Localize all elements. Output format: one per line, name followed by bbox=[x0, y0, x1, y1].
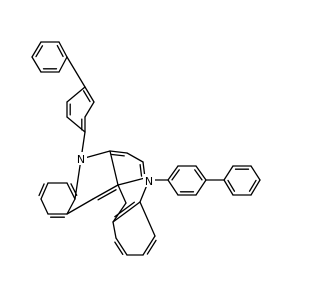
n2-atom-label: N bbox=[145, 175, 153, 188]
bond-a6-a1 bbox=[31, 56, 42, 73]
bond-M3-C3 bbox=[117, 177, 146, 186]
bond-N1-L6 bbox=[74, 158, 82, 200]
n1-atom-label: N bbox=[77, 153, 85, 166]
bond-L2-L3 bbox=[40, 182, 49, 200]
double-bond-M2-M3 bbox=[139, 163, 143, 177]
n2-label-backdrop bbox=[143, 174, 155, 187]
bond-M4-D2 bbox=[112, 202, 127, 223]
bond-M1-M2 bbox=[126, 152, 144, 163]
bond-a1-a2 bbox=[31, 41, 42, 58]
bond-a4-a5 bbox=[58, 56, 68, 73]
bond-L6-L1 bbox=[66, 182, 76, 200]
structure-svg: N N bbox=[31, 41, 261, 256]
bond-C3-C4 bbox=[109, 150, 119, 186]
bond-D3-D4 bbox=[115, 237, 128, 256]
bond-D5-D6 bbox=[142, 235, 156, 256]
atom-layer: N N bbox=[75, 152, 155, 188]
bond-a3-a4 bbox=[58, 41, 68, 58]
double-bond-L2-L3 bbox=[38, 183, 45, 197]
bond-C3-M4 bbox=[117, 184, 127, 204]
bond-L3-L4 bbox=[40, 198, 49, 215]
double-bond-F4-F5 bbox=[248, 179, 257, 192]
bond-b1-b2 bbox=[84, 86, 95, 103]
double-bond-a1-a2 bbox=[35, 45, 44, 58]
bond-E6-E1 bbox=[167, 179, 179, 196]
bond-E1-E2 bbox=[167, 165, 179, 181]
double-bond-D5-D6 bbox=[146, 239, 157, 255]
bond-L5-C2 bbox=[66, 198, 94, 215]
double-bond-E1-E2 bbox=[171, 169, 180, 181]
bond-F6-F1 bbox=[223, 179, 234, 196]
double-bond-b1-b2 bbox=[82, 90, 91, 103]
bond-C4-M1 bbox=[109, 150, 128, 154]
bond-D6-D1 bbox=[139, 201, 156, 237]
molecule-diagram: N N bbox=[31, 41, 261, 256]
bond-b4-b6 bbox=[66, 116, 86, 133]
bond-D1-D2 bbox=[112, 201, 141, 223]
bond-F4-F5 bbox=[250, 179, 261, 196]
double-bond-a3-a4 bbox=[56, 44, 64, 58]
double-bond-L6-L1 bbox=[70, 183, 78, 196]
bond-E3-E4 bbox=[195, 165, 207, 181]
double-bond-C2-C3 bbox=[97, 189, 117, 201]
bond-b2-b3 bbox=[84, 101, 95, 118]
bond-E4-E5 bbox=[195, 179, 207, 196]
bond-b5-b1 bbox=[66, 86, 86, 103]
n1-label-backdrop bbox=[75, 152, 87, 165]
bond-L5-L6 bbox=[66, 198, 76, 215]
double-bond-C4-M1 bbox=[111, 153, 125, 157]
double-bond-D3-D4 bbox=[114, 241, 124, 256]
bond-a4-b1 bbox=[66, 56, 86, 88]
bond-D2-D3 bbox=[112, 221, 117, 239]
bond-C2-C3 bbox=[92, 184, 119, 200]
bond-F1-F2 bbox=[223, 165, 234, 181]
double-bond-F6-F1 bbox=[227, 179, 236, 192]
bond-F3-F4 bbox=[250, 165, 261, 181]
double-bond-E3-E4 bbox=[194, 169, 203, 181]
bond-layer bbox=[31, 41, 261, 256]
